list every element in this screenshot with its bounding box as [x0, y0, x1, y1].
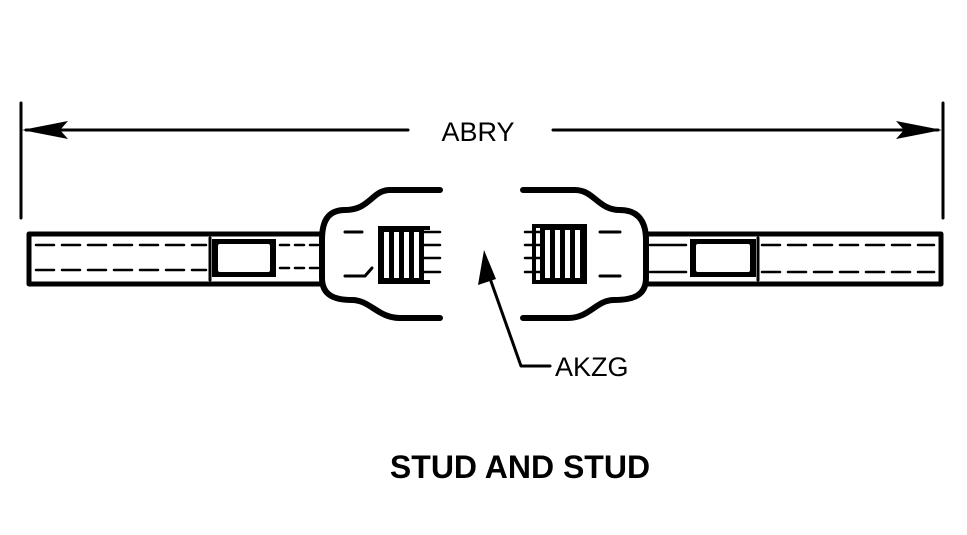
callout-leader-line — [485, 268, 552, 368]
callout: AKZG — [478, 250, 629, 382]
right-shank — [643, 231, 944, 287]
left-nut-body — [319, 187, 443, 321]
callout-arrowhead — [478, 250, 496, 285]
overall-length-label: ABRY — [441, 117, 514, 147]
callout-label: AKZG — [555, 352, 629, 382]
left-arrowhead — [22, 121, 68, 139]
right-stud — [520, 187, 944, 321]
left-nut-mark-bottom — [343, 266, 374, 278]
right-shank-window — [696, 244, 750, 272]
left-teeth — [378, 226, 442, 284]
overall-dimension: ABRY — [19, 101, 945, 220]
right-nut-body — [520, 187, 649, 321]
right-arrowhead — [896, 121, 942, 139]
left-shank-window — [218, 244, 270, 272]
left-shank — [26, 231, 325, 287]
right-teeth — [523, 224, 587, 284]
left-stud — [26, 187, 443, 321]
diagram-caption: STUD AND STUD — [390, 449, 650, 485]
